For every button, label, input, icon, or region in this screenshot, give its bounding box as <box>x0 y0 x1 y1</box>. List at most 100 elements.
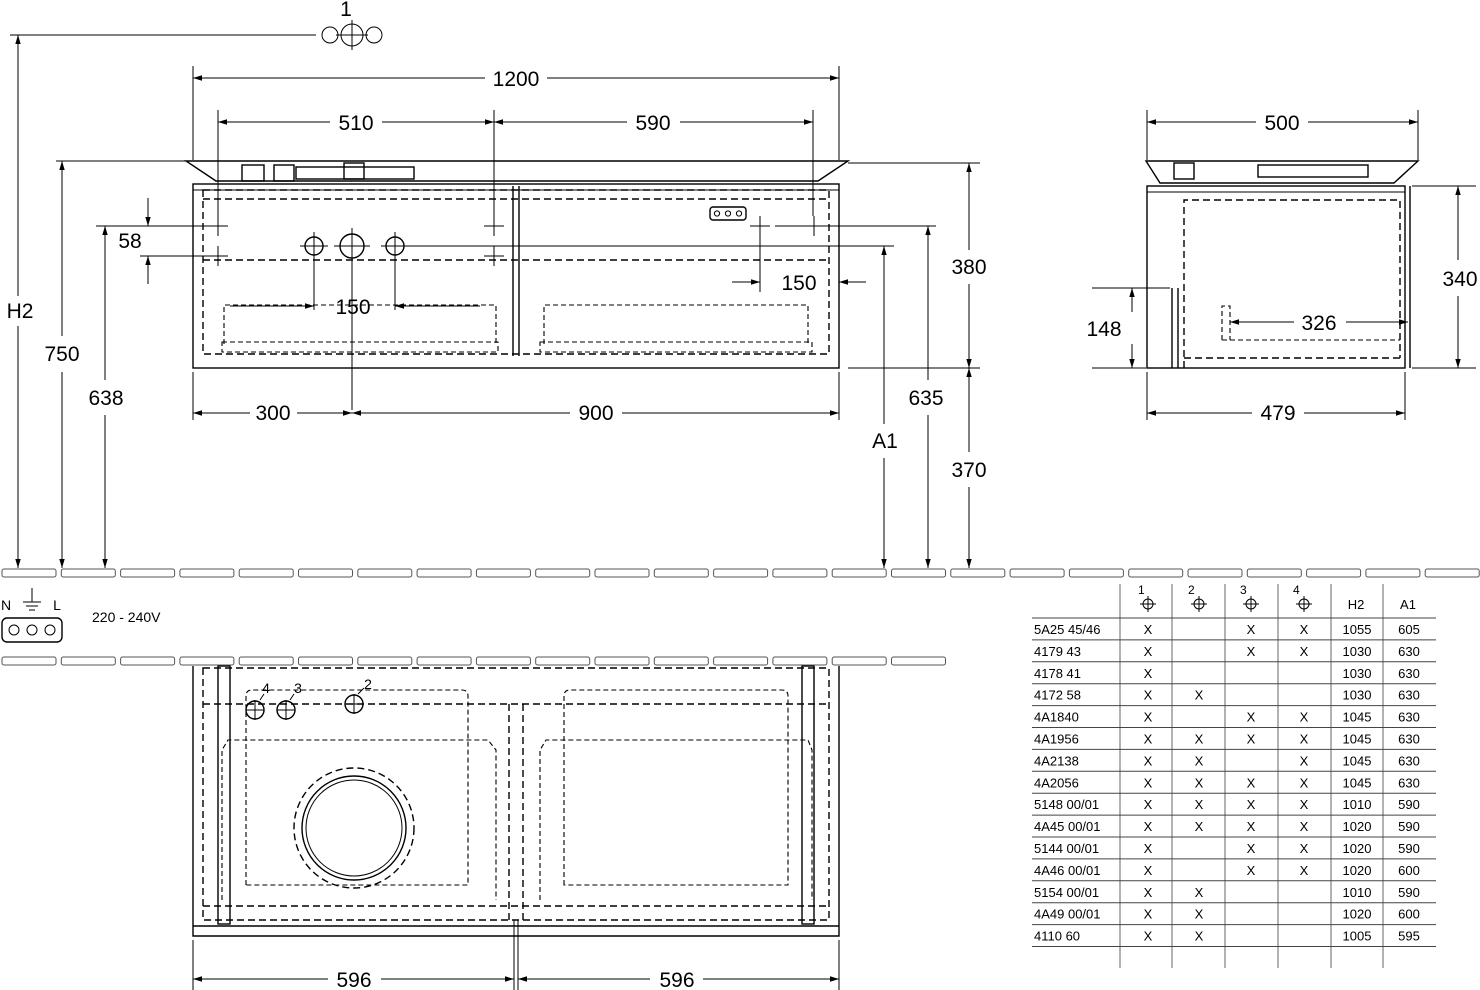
table-cell-code: 5154 00/01 <box>1034 885 1099 900</box>
top-marker-label: 1 <box>340 0 352 21</box>
table-cell-c1: X <box>1144 644 1153 659</box>
marker-3: 3 <box>294 680 302 696</box>
table-cell-c3: X <box>1247 732 1256 747</box>
table-cell-c4: X <box>1300 732 1309 747</box>
table-cell-code: 4172 58 <box>1034 688 1081 703</box>
table-cell-h2: 1020 <box>1343 819 1372 834</box>
floor-tile <box>416 568 472 578</box>
dim-cabinet-height: 380 <box>951 256 986 279</box>
table-cell-c3: X <box>1247 797 1256 812</box>
table-col-symbol-2: 2 <box>1188 583 1195 597</box>
table-cell-c1: X <box>1144 863 1153 878</box>
marker-2: 2 <box>364 676 372 692</box>
table-cell-code: 4A45 00/01 <box>1034 819 1101 834</box>
dim-right-offset: 590 <box>635 112 670 135</box>
table-cell-c2: X <box>1195 753 1204 768</box>
table-cell-c1: X <box>1144 907 1153 922</box>
floor-tile <box>60 568 116 578</box>
dim-side-height: 340 <box>1442 268 1477 291</box>
table-cell-a1: 600 <box>1398 907 1420 922</box>
table-cell-a1: 630 <box>1398 710 1420 725</box>
table-cell-a1: 590 <box>1398 797 1420 812</box>
floor-tile <box>535 656 591 666</box>
floor-tile <box>1 568 57 578</box>
table-cell-code: 5148 00/01 <box>1034 797 1099 812</box>
table-cell-code: 4110 60 <box>1034 929 1080 944</box>
floor-tile <box>120 656 176 666</box>
table-cell-h2: 1020 <box>1343 863 1372 878</box>
table-cell-c2: X <box>1195 797 1204 812</box>
table-cell-c2: X <box>1195 732 1204 747</box>
table-cell-c1: X <box>1144 732 1153 747</box>
table-cell-a1: 590 <box>1398 885 1420 900</box>
dim-body-depth: 479 <box>1260 402 1295 425</box>
valve-symbol-icon <box>1140 596 1156 612</box>
table-col-symbol-1: 1 <box>1138 583 1145 597</box>
table-cell-c1: X <box>1144 841 1153 856</box>
table-col-symbol-3: 3 <box>1240 583 1247 597</box>
table-cell-c4: X <box>1300 797 1309 812</box>
dim-inner-depth: 326 <box>1301 312 1336 335</box>
table-cell-h2: 1030 <box>1343 688 1372 703</box>
dim-valve-spacing: 150 <box>335 296 370 319</box>
table-cell-c3: X <box>1247 710 1256 725</box>
table-cell-code: 4178 41 <box>1034 666 1081 681</box>
table-cell-code: 4A1840 <box>1034 710 1079 725</box>
floor-tile <box>1 656 57 666</box>
floor-tile <box>653 568 709 578</box>
floor-tile <box>1068 568 1124 578</box>
live-label: L <box>53 597 61 613</box>
floor-tile <box>357 568 413 578</box>
table-cell-a1: 630 <box>1398 775 1420 790</box>
table-cell-h2: 1010 <box>1343 885 1372 900</box>
ground-icon <box>23 588 41 611</box>
table-cell-c4: X <box>1300 644 1309 659</box>
dim-left-to-center: 300 <box>255 402 290 425</box>
floor-tile <box>1424 568 1480 578</box>
socket-icon <box>1 617 63 643</box>
floor-tile <box>594 656 650 666</box>
table-cell-c1: X <box>1144 797 1153 812</box>
table-cell-c1: X <box>1144 710 1153 725</box>
table-cell-c4: X <box>1300 841 1309 856</box>
floor-tile <box>357 656 413 666</box>
table-col-symbol-4: 4 <box>1293 583 1300 597</box>
table-header-h2: H2 <box>1348 597 1365 612</box>
table-cell-c4: X <box>1300 863 1309 878</box>
table-cell-a1: 600 <box>1398 863 1420 878</box>
floor-tile <box>179 656 235 666</box>
table-cell-c1: X <box>1144 666 1153 681</box>
table-cell-h2: 1055 <box>1343 622 1372 637</box>
table-cell-code: 5A25 45/46 <box>1034 622 1101 637</box>
table-cell-h2: 1030 <box>1343 644 1372 659</box>
table-cell-h2: 1005 <box>1343 929 1372 944</box>
table-cell-h2: 1045 <box>1343 775 1372 790</box>
table-cell-c1: X <box>1144 753 1153 768</box>
dim-top-hole-gap: 58 <box>118 230 141 253</box>
neutral-label: N <box>1 597 11 613</box>
table-cell-a1: 630 <box>1398 753 1420 768</box>
table-cell-c1: X <box>1144 775 1153 790</box>
table-cell-c4: X <box>1300 710 1309 725</box>
table-cell-code: 4A2056 <box>1034 775 1079 790</box>
side-view: 500 479 340 148 326 <box>1086 110 1478 425</box>
table-cell-h2: 1020 <box>1343 841 1372 856</box>
floor-tile <box>120 568 176 578</box>
dim-right-width: 596 <box>659 969 694 990</box>
table-cell-c2: X <box>1195 688 1204 703</box>
dim-left-offset: 510 <box>338 112 373 135</box>
table-cell-c3: X <box>1247 863 1256 878</box>
table-cell-c3: X <box>1247 775 1256 790</box>
dim-left-width: 596 <box>336 969 371 990</box>
table-cell-a1: 605 <box>1398 622 1420 637</box>
floor-tile <box>298 656 353 666</box>
